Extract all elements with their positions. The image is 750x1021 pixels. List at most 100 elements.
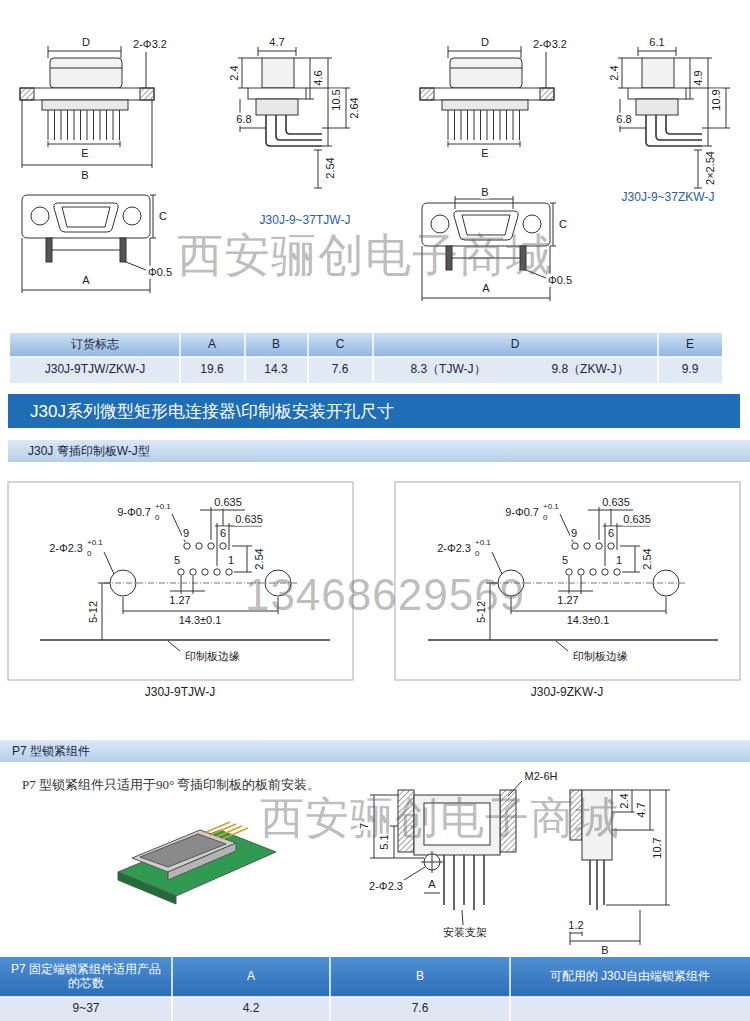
line-shape — [234, 572, 252, 573]
line-shape — [606, 905, 670, 906]
line-shape — [153, 195, 154, 238]
rect-shape — [8, 482, 353, 680]
line-shape — [278, 597, 279, 614]
dimension-label: 6.8 — [615, 113, 632, 126]
g-shape — [22, 100, 152, 168]
table-header-cell: 可配用的 J30J自由端锁紧组件 — [550, 970, 711, 984]
line-shape — [322, 146, 332, 147]
table-cell: 9.8（ZKW-J） — [551, 363, 628, 377]
g-shape — [10, 333, 722, 383]
rect-shape — [10, 357, 722, 383]
line-shape — [329, 957, 331, 1021]
dimension-label: 2-Φ3.2 — [132, 38, 168, 51]
dimension-label: 2.64 — [348, 96, 361, 119]
dimension-label: +0.1 — [154, 502, 172, 511]
dimension-label: 印制板边缘 — [184, 650, 241, 663]
line-shape — [222, 828, 248, 839]
g-shape — [238, 47, 350, 188]
line-shape — [238, 88, 248, 89]
line-shape — [650, 790, 651, 830]
line-shape — [258, 51, 296, 52]
table-cell: 19.6 — [200, 363, 223, 377]
line-shape — [240, 128, 266, 129]
table-cell: A — [208, 338, 216, 352]
dimension-label: 2-Φ2.3 — [48, 542, 84, 555]
band-title: J30J 弯插印制板W-J型 — [28, 443, 150, 460]
dimension-label: 2-Φ2.3 — [368, 880, 404, 893]
line-shape — [346, 88, 347, 128]
table-header-cell: A — [247, 970, 255, 984]
dimension-label: 6.8 — [235, 113, 252, 126]
rect-shape — [22, 195, 150, 238]
line-shape — [48, 144, 120, 145]
dimension-label: 7 — [358, 822, 371, 830]
dimension-label: 2-Φ2.3 — [436, 542, 472, 555]
use-shape — [428, 507, 718, 651]
rect-shape — [120, 238, 126, 262]
dimension-label: D — [480, 36, 490, 49]
line-shape — [200, 510, 245, 511]
line-shape — [404, 867, 425, 880]
line-shape — [50, 68, 122, 69]
table-header-cell: B — [416, 970, 424, 984]
line-shape — [666, 790, 667, 905]
dimension-label: 5-12 — [87, 600, 100, 624]
dimension-label: 印制板边缘 — [572, 650, 629, 663]
line-shape — [570, 930, 571, 945]
dimension-label: 14.3±0.1 — [566, 614, 611, 627]
dimension-label: 0.635 — [234, 513, 264, 526]
line-shape — [657, 333, 659, 383]
line-shape — [632, 790, 633, 812]
line-shape — [22, 165, 152, 166]
table-cell: B — [272, 338, 280, 352]
dimension-label: 2.54 — [324, 156, 337, 179]
g-shape — [570, 790, 670, 945]
line-shape — [217, 523, 218, 566]
rect-shape — [42, 100, 128, 110]
dimension-label: J30J-9ZKW-J — [530, 686, 604, 700]
line-shape — [455, 196, 456, 209]
path-shape — [48, 110, 120, 140]
dimension-label: E — [480, 147, 489, 160]
dimension-label: +0.1 — [86, 538, 104, 547]
rect-shape — [20, 88, 34, 100]
line-shape — [229, 523, 230, 550]
table-cell: 9~37 — [72, 1002, 99, 1016]
dimension-label: 4.7 — [268, 36, 285, 49]
dimension-label: 9 — [570, 527, 578, 540]
rect-shape — [582, 790, 612, 860]
dimension-label: 9-Φ0.7 — [116, 506, 152, 519]
subsection-band: P7 型锁紧组件 — [0, 740, 750, 762]
circle-shape — [184, 543, 190, 549]
subsection-band: J30J 弯插印制板W-J型 — [8, 440, 750, 462]
line-shape — [374, 795, 375, 858]
circle-shape — [220, 543, 226, 549]
line-shape — [314, 150, 322, 151]
table-cell: 9.9 — [682, 363, 699, 377]
line-shape — [508, 781, 522, 796]
dimension-label: 1.2 — [567, 919, 584, 932]
line-shape — [52, 250, 120, 251]
line-shape — [152, 100, 153, 168]
circle-shape — [190, 569, 196, 575]
line-shape — [123, 611, 278, 612]
path-shape — [590, 860, 604, 910]
polygon-shape — [168, 843, 236, 880]
line-shape — [22, 290, 150, 291]
dimension-label: A — [427, 878, 436, 891]
dimension-label: 14.3±0.1 — [178, 614, 223, 627]
line-shape — [247, 546, 248, 572]
line-shape — [10, 356, 722, 358]
dimension-label: 2×2.54 — [704, 150, 717, 186]
line-shape — [104, 583, 297, 584]
g-shape — [0, 957, 750, 1021]
line-shape — [126, 262, 146, 270]
section-band: J30J系列微型矩形电连接器\印制板安装开孔尺寸 — [8, 394, 740, 428]
dimension-label: 安装支架 — [442, 926, 488, 939]
line-shape — [294, 58, 314, 59]
dimension-label: 2.4 — [608, 64, 621, 81]
dimension-label: C — [158, 210, 168, 223]
line-shape — [612, 790, 670, 791]
